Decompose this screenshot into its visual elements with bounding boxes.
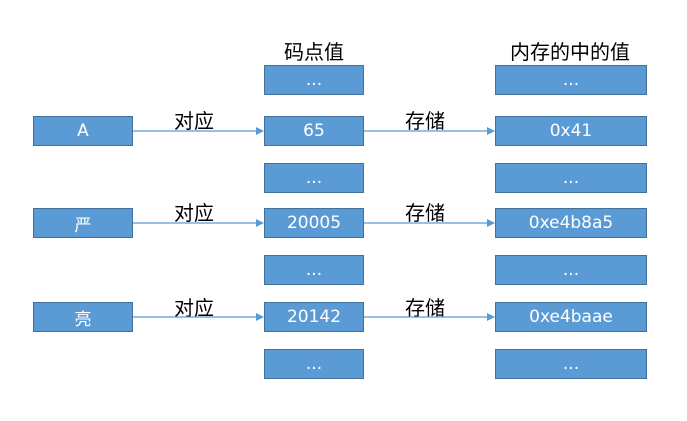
code-point-box-liang: 20142 [264,302,364,332]
memory-box-liang: 0xe4baae [495,302,647,332]
char-box-yan: 严 [33,208,133,238]
code-point-ellipsis-box: ... [264,255,364,285]
memory-ellipsis-box: ... [495,65,647,95]
memory-ellipsis-box: ... [495,163,647,193]
memory-ellipsis-box: ... [495,349,647,379]
map-label-yan: 对应 [174,201,214,225]
store-label-a: 存储 [405,109,445,133]
code-point-ellipsis-box: ... [264,65,364,95]
memory-box-yan: 0xe4b8a5 [495,208,647,238]
store-label-yan: 存储 [405,201,445,225]
char-box-liang: 亮 [33,302,133,332]
map-label-a: 对应 [174,109,214,133]
code-point-ellipsis-box: ... [264,349,364,379]
memory-box-a: 0x41 [495,116,647,146]
code-point-box-a: 65 [264,116,364,146]
code-point-box-yan: 20005 [264,208,364,238]
char-box-a: A [33,116,133,146]
map-label-liang: 对应 [174,296,214,320]
code-point-ellipsis-box: ... [264,163,364,193]
store-label-liang: 存储 [405,296,445,320]
code-point-header: 码点值 [284,40,344,64]
memory-value-header: 内存的中的值 [510,40,630,64]
memory-ellipsis-box: ... [495,255,647,285]
